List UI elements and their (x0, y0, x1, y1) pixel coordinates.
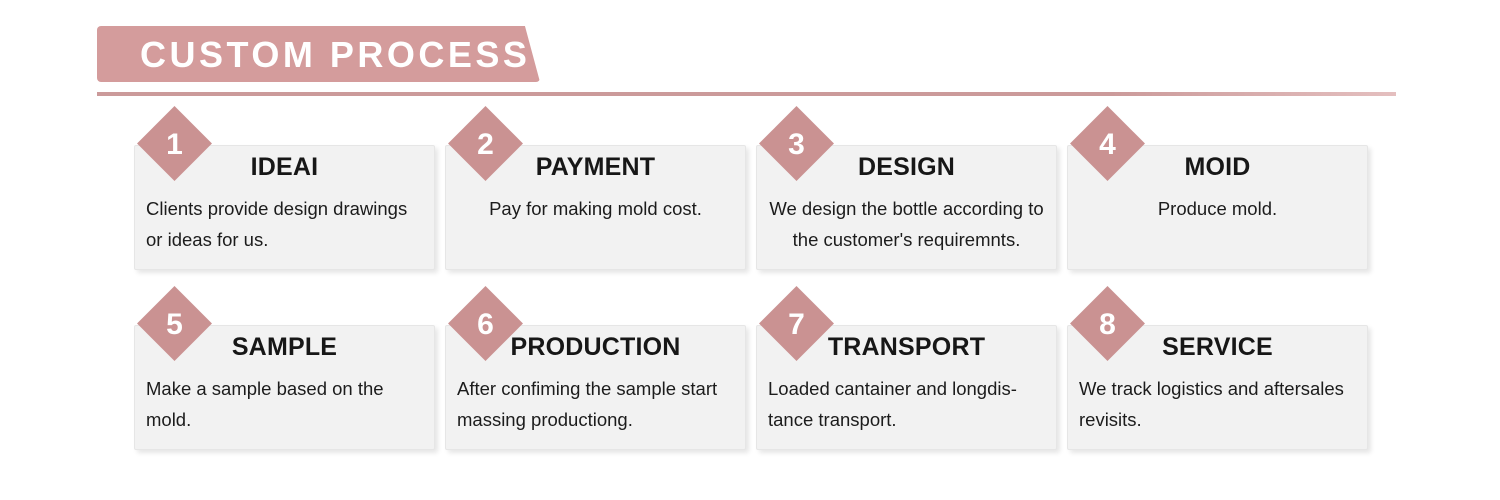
step-title: TRANSPORT (827, 333, 986, 361)
process-step-5: SAMPLE Make a sample based on the mold. … (134, 286, 435, 450)
header-divider (97, 92, 1396, 96)
step-card (445, 145, 746, 270)
page-title: CUSTOM PROCESS (140, 34, 531, 75)
process-step-6: PRODUCTION After confiming the sample st… (445, 286, 746, 450)
step-number: 3 (788, 128, 805, 161)
step-number-badge: 8 (1070, 286, 1145, 361)
process-step-8: SERVICE We track logistics and aftersale… (1067, 286, 1368, 450)
step-number: 5 (166, 308, 183, 341)
step-title: DESIGN (857, 153, 956, 181)
step-title: PAYMENT (535, 153, 656, 181)
step-description: Produce mold. (1157, 198, 1278, 219)
step-number: 2 (477, 128, 494, 161)
step-title: SERVICE (1162, 333, 1273, 361)
step-number-badge: 6 (448, 286, 523, 361)
step-number-badge: 3 (759, 106, 834, 181)
step-description: We design the bottle according to the cu… (769, 198, 1044, 250)
step-number-badge: 7 (759, 286, 834, 361)
header-banner-shape (97, 26, 540, 82)
process-step-2: PAYMENT Pay for making mold cost. 2 (445, 106, 746, 270)
step-description: Make a sample based on the mold. (146, 378, 384, 430)
process-step-3: DESIGN We design the bottle according to… (756, 106, 1057, 270)
process-row-top: IDEAI Clients provide design drawings or… (134, 106, 1377, 270)
step-number: 8 (1099, 308, 1116, 341)
step-number: 1 (166, 128, 183, 161)
process-step-1: IDEAI Clients provide design drawings or… (134, 106, 435, 270)
step-number-badge: 5 (137, 286, 212, 361)
process-step-4: MOID Produce mold. 4 (1067, 106, 1368, 270)
step-title: PRODUCTION (510, 333, 681, 361)
step-number-badge: 1 (137, 106, 212, 181)
process-row-bottom: SAMPLE Make a sample based on the mold. … (134, 286, 1377, 450)
step-title: IDEAI (250, 153, 319, 181)
process-step-7: TRANSPORT Loaded cantainer and longdis- … (756, 286, 1057, 450)
step-description: After confiming the sample start massing… (457, 378, 718, 430)
step-number: 7 (788, 308, 805, 341)
step-description: We track logistics and aftersales revisi… (1079, 378, 1344, 430)
step-number: 4 (1099, 128, 1116, 161)
header-area: CUSTOM PROCESS (0, 0, 1500, 105)
step-title: SAMPLE (231, 333, 338, 361)
step-description: Loaded cantainer and longdis- tance tran… (768, 378, 1017, 430)
step-title: MOID (1184, 153, 1251, 181)
step-number-badge: 2 (448, 106, 523, 181)
step-number-badge: 4 (1070, 106, 1145, 181)
step-description: Clients provide design drawings or ideas… (146, 198, 408, 250)
step-number: 6 (477, 308, 494, 341)
step-description: Pay for making mold cost. (489, 198, 702, 219)
